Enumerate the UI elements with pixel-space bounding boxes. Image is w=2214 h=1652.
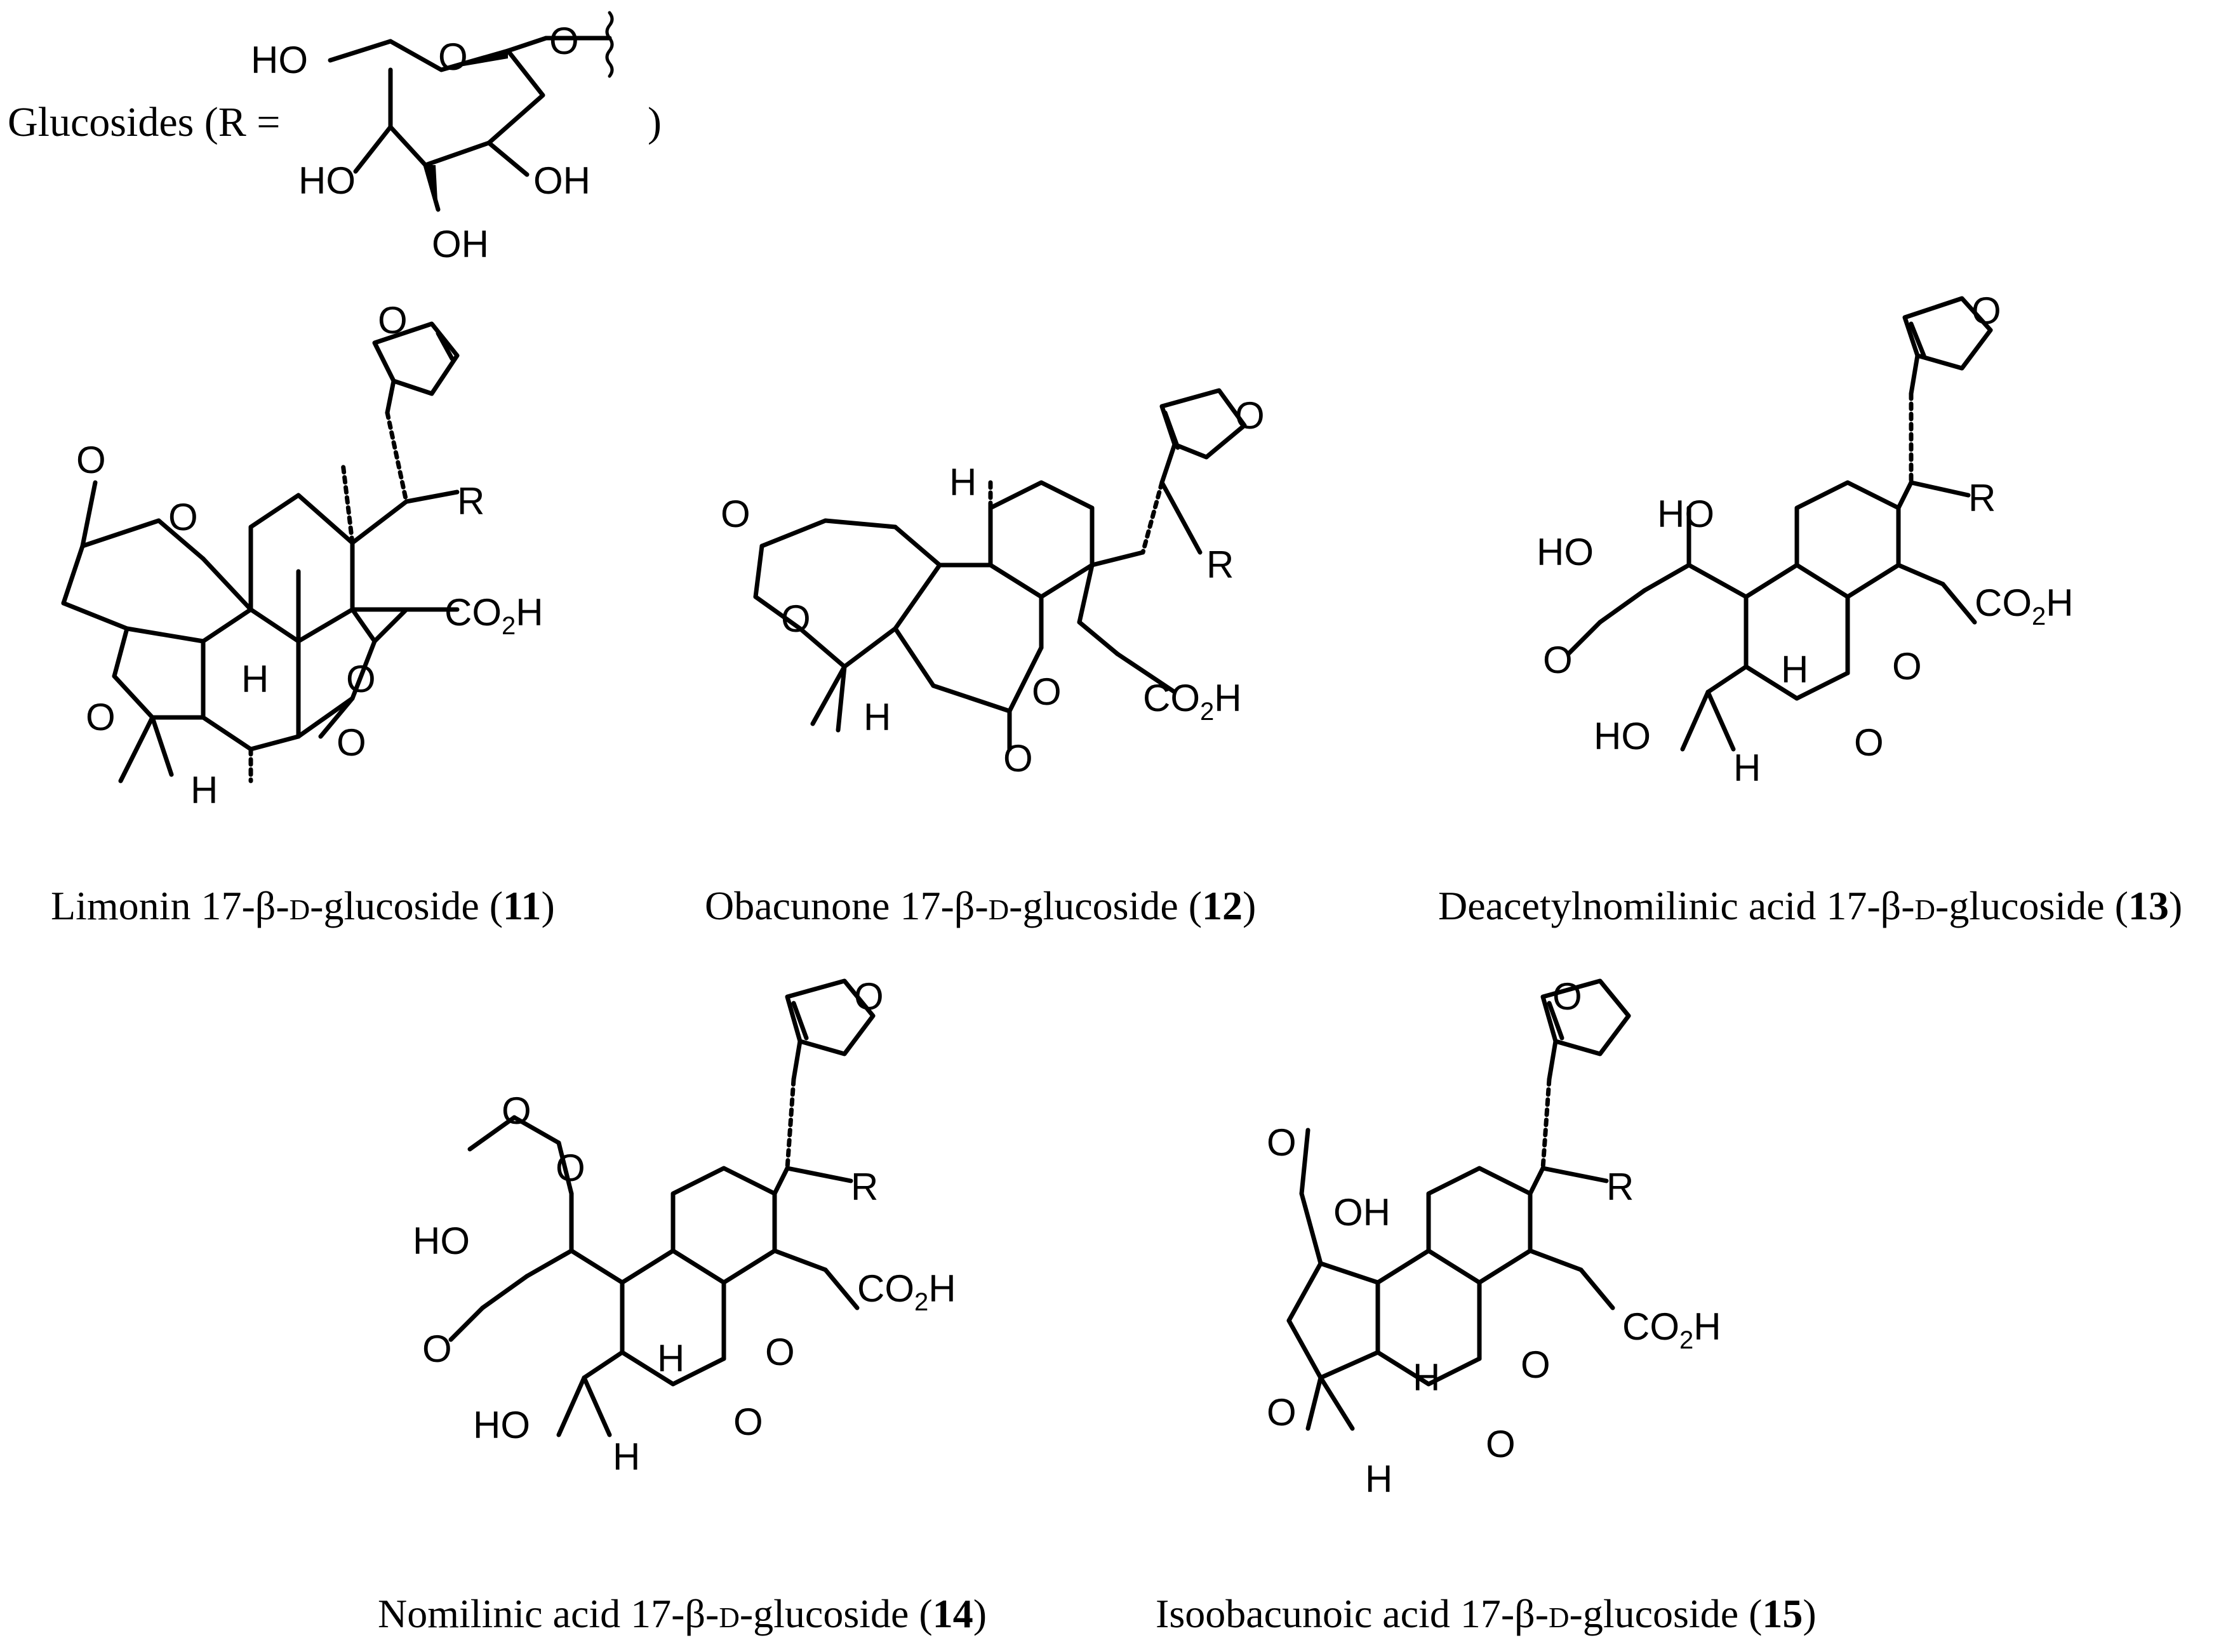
glucose-oh-bottom: OH	[432, 223, 489, 265]
c12-h-top: H	[949, 461, 977, 503]
c12-ketone-o: O	[1003, 737, 1033, 780]
c12-h-bottom: H	[864, 696, 891, 738]
c13-h1: H	[1781, 648, 1808, 691]
c11-ketone-o: O	[337, 721, 366, 764]
glucose-ho-top: HO	[251, 39, 308, 81]
c11-h1: H	[241, 658, 269, 700]
caption-12-sc: d	[988, 883, 1010, 928]
caption-12-post: -glucoside (	[1009, 883, 1203, 928]
c14-epox-o: O	[765, 1331, 795, 1373]
caption-14-number: 14	[932, 1591, 973, 1636]
caption-14: Nomilinic acid 17-β-d-glucoside (14)	[378, 1594, 987, 1634]
c11-ring-o: O	[168, 496, 198, 538]
caption-11-close: )	[541, 883, 555, 928]
c14-ho-acid: HO	[413, 1220, 470, 1262]
glucoside-label: Glucosides (R =	[8, 102, 281, 143]
caption-13-pre: Deacetylnomilinic acid 17-β-	[1438, 883, 1915, 928]
c12-co2h: CO2H	[1143, 677, 1242, 726]
caption-11-sc: d	[289, 883, 310, 928]
caption-14-post: -glucoside (	[739, 1591, 933, 1636]
caption-13-number: 13	[2128, 883, 2169, 928]
c13-furan-o: O	[1971, 290, 2001, 332]
caption-11-number: 11	[503, 883, 542, 928]
caption-15-number: 15	[1762, 1591, 1803, 1636]
caption-11-pre: Limonin 17-β-	[51, 883, 290, 928]
c15-ketone-o: O	[1486, 1423, 1516, 1465]
c13-h2: H	[1733, 747, 1761, 789]
structure-11	[61, 321, 460, 783]
caption-14-pre: Nomilinic acid 17-β-	[378, 1591, 719, 1636]
c11-epox-o: O	[346, 658, 376, 700]
c12-ring-o: O	[781, 597, 811, 640]
c14-ketone-o: O	[733, 1401, 763, 1443]
c14-ho-bottom: HO	[473, 1404, 530, 1446]
caption-14-close: )	[973, 1591, 987, 1636]
c15-oh: OH	[1333, 1191, 1390, 1234]
c12-epox-o: O	[1032, 670, 1062, 713]
glucose-oh-right: OH	[533, 159, 590, 202]
c11-lactone-o: O	[76, 439, 106, 481]
c12-furan-o: O	[1235, 394, 1265, 437]
caption-13-post: -glucoside (	[1935, 883, 2128, 928]
caption-12: Obacunone 17-β-d-glucoside (12)	[705, 886, 1256, 926]
glucose-link-o: O	[549, 20, 579, 62]
c15-r: R	[1606, 1166, 1634, 1208]
c15-acid-o: O	[1267, 1121, 1297, 1164]
caption-13-close: )	[2168, 883, 2183, 928]
c11-co2h: CO2H	[444, 591, 543, 640]
caption-11-post: -glucoside (	[310, 883, 503, 928]
c11-ether-o: O	[86, 696, 116, 738]
caption-15-sc: d	[1549, 1591, 1570, 1636]
caption-13: Deacetylnomilinic acid 17-β-d-glucoside …	[1438, 886, 2182, 926]
c14-h2: H	[613, 1436, 640, 1478]
caption-11: Limonin 17-β-d-glucoside (11)	[51, 886, 555, 926]
c14-acid-o: O	[422, 1328, 452, 1370]
glucoside-label-suffix: )	[648, 99, 662, 145]
structure-15	[1286, 978, 1631, 1431]
caption-14-sc: d	[719, 1591, 740, 1636]
c13-ketone-o: O	[1854, 721, 1884, 764]
c14-furan-o: O	[854, 975, 884, 1018]
c14-h1: H	[657, 1337, 684, 1380]
caption-15-pre: Isoobacunoic acid 17-β-	[1156, 1591, 1549, 1636]
c13-acid-o: O	[1543, 639, 1573, 681]
c15-h1: H	[1413, 1356, 1440, 1399]
c12-r: R	[1206, 543, 1234, 586]
glucose-ring-o: O	[438, 36, 468, 78]
caption-13-sc: d	[1914, 883, 1936, 928]
c14-r: R	[851, 1166, 878, 1208]
c14-ester-o: O	[556, 1147, 585, 1189]
caption-12-pre: Obacunone 17-β-	[705, 883, 989, 928]
glucoside-label-prefix: Glucosides (R =	[8, 99, 281, 145]
c13-co2h: CO2H	[1975, 582, 2074, 630]
c13-ho-acid: HO	[1537, 531, 1594, 573]
c15-furan-o: O	[1552, 975, 1582, 1018]
c14-acetyl-o: O	[502, 1089, 531, 1132]
c15-ether-o: O	[1267, 1391, 1297, 1434]
c12-carbonyl-o: O	[721, 493, 750, 535]
caption-12-number: 12	[1202, 883, 1243, 928]
c15-h2: H	[1365, 1458, 1392, 1500]
caption-15-close: )	[1803, 1591, 1817, 1636]
structure-14	[448, 978, 876, 1437]
c14-co2h: CO2H	[857, 1267, 956, 1316]
c15-co2h: CO2H	[1622, 1305, 1721, 1354]
c11-r: R	[457, 480, 484, 523]
c13-epox-o: O	[1892, 645, 1922, 688]
structure-13	[1566, 296, 1993, 752]
c11-furan-o: O	[378, 299, 408, 342]
caption-15-post: -glucoside (	[1569, 1591, 1763, 1636]
caption-12-close: )	[1243, 883, 1257, 928]
glucose-ho-left: HO	[298, 159, 356, 202]
structure-12	[753, 388, 1247, 752]
c15-epox-o: O	[1521, 1343, 1550, 1386]
glucoside-label-close: )	[648, 102, 662, 143]
c13-ho-bottom: HO	[1594, 715, 1651, 757]
caption-15: Isoobacunoic acid 17-β-d-glucoside (15)	[1156, 1594, 1817, 1634]
c11-h2: H	[190, 769, 218, 811]
c13-ho-top: HO	[1657, 493, 1714, 535]
c13-r: R	[1968, 477, 1996, 519]
